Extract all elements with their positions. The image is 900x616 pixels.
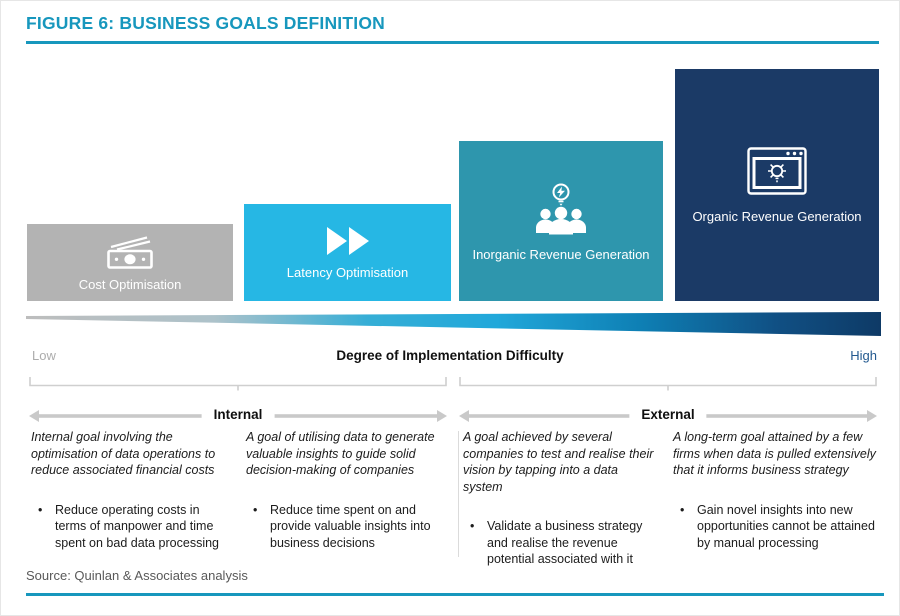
high-label: High [850,348,877,363]
external-column-organic: A long-term goal attained by a few firms… [673,429,883,551]
internal-section-header: Internal [29,407,447,424]
bottom-rule [26,593,884,596]
internal-column-latency: A goal of utilising data to generate val… [246,429,451,551]
bar-label: Organic Revenue Generation [692,208,862,224]
bar-organic-revenue-generation: Organic Revenue Generation [675,69,879,301]
bullet-marker [31,502,55,552]
bar-label: Inorganic Revenue Generation [472,246,650,262]
team-idea-icon [536,183,586,234]
low-label: Low [32,348,56,363]
internal-column-cost: Internal goal involving the optimisation… [31,429,233,551]
bar-inorganic-revenue-generation: Inorganic Revenue Generation [459,141,663,301]
fast-forward-icon [326,226,369,255]
bullet-marker [246,502,270,552]
goal-bullet: Reduce time spent on and provide valuabl… [246,502,451,552]
external-label: External [629,407,707,422]
title-underline [26,41,879,44]
source-note: Source: Quinlan & Associates analysis [26,568,248,583]
goal-description: A long-term goal attained by a few firms… [673,430,876,477]
goal-description: Internal goal involving the optimisation… [31,430,216,477]
bar-cost-optimisation: Cost Optimisation [27,224,233,301]
internal-label: Internal [201,407,275,422]
internal-bracket [29,377,447,391]
bullet-marker [463,518,487,568]
banknotes-icon [107,235,153,269]
bullet-text: Reduce operating costs in terms of manpo… [55,502,220,550]
internal-external-divider [458,431,459,557]
goal-bullet: Reduce operating costs in terms of manpo… [31,502,233,552]
bullet-marker [673,502,697,552]
bullet-text: Reduce time spent on and provide valuabl… [270,502,431,550]
figure-title: FIGURE 6: BUSINESS GOALS DEFINITION [26,13,385,33]
goal-bullet: Gain novel insights into new opportuniti… [673,502,883,552]
bar-latency-optimisation: Latency Optimisation [244,204,451,301]
external-section-header: External [459,407,877,424]
browser-idea-icon [747,146,807,195]
external-column-inorganic: A goal achieved by several companies to … [463,429,661,568]
goal-bullet: Validate a business strategy and realise… [463,518,661,568]
external-bracket [459,377,877,391]
bar-label: Latency Optimisation [286,264,409,280]
difficulty-axis-title: Degree of Implementation Difficulty [336,348,564,363]
goal-description: A goal achieved by several companies to … [463,430,654,494]
difficulty-gradient-arrow [26,312,881,336]
goal-description: A goal of utilising data to generate val… [246,430,435,477]
bullet-text: Gain novel insights into new opportuniti… [697,502,875,550]
bar-label: Cost Optimisation [78,276,182,292]
bullet-text: Validate a business strategy and realise… [487,519,643,566]
